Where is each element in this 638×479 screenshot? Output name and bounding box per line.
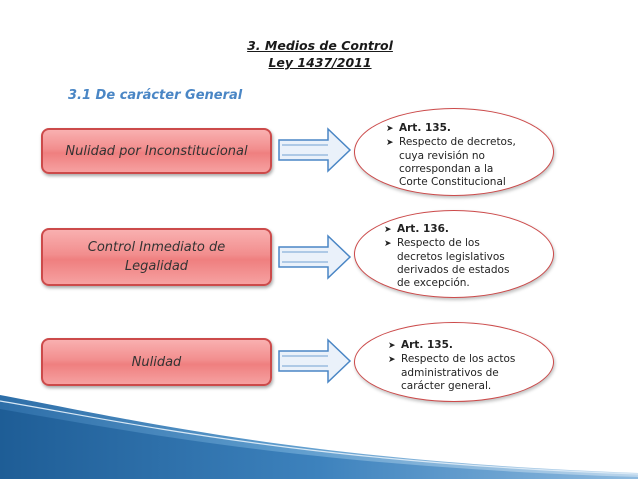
- right-arrow-icon: [278, 338, 352, 384]
- bullet-arrow-icon: ➤: [388, 341, 396, 351]
- right-arrow-icon: [278, 127, 352, 173]
- detail-line: ➤Art. 136.: [384, 223, 449, 235]
- detail-bubble-art-135-actos: [354, 322, 554, 402]
- category-label-line: Nulidad: [131, 354, 182, 370]
- bullet-arrow-icon: ➤: [386, 138, 394, 148]
- detail-line: carácter general.: [401, 380, 492, 392]
- detail-line: ➤Respecto de los: [384, 237, 480, 249]
- title-line-1: 3. Medios de Control: [247, 38, 393, 53]
- bullet-arrow-icon: ➤: [388, 355, 396, 365]
- bullet-arrow-icon: ➤: [384, 225, 392, 235]
- bullet-arrow-icon: ➤: [386, 124, 394, 134]
- category-label-line: Legalidad: [124, 259, 189, 274]
- category-label-line: Control Inmediato de: [87, 240, 226, 255]
- category-box-nulidad-inconstitucional: Nulidad por Inconstitucional: [41, 128, 272, 174]
- detail-line: de excepción.: [397, 277, 470, 289]
- right-arrow-icon: [278, 234, 352, 280]
- detail-line: administrativos de: [401, 367, 499, 379]
- detail-line: correspondan a la: [399, 163, 494, 175]
- detail-line: ➤Respecto de decretos,: [386, 136, 516, 148]
- detail-line: cuya revisión no: [399, 150, 485, 162]
- title-line-2: Ley 1437/2011: [268, 55, 372, 70]
- bullet-arrow-icon: ➤: [384, 239, 392, 249]
- category-box-nulidad: Nulidad: [41, 338, 272, 386]
- detail-bubble-art-135-decretos: [354, 108, 554, 196]
- detail-line: decretos legislativos: [397, 251, 505, 263]
- detail-line: Corte Constitucional: [399, 176, 506, 188]
- detail-text-2: ➤Art. 136. ➤Respecto de los decretos leg…: [384, 223, 509, 290]
- footer-swoosh-decoration: [0, 395, 638, 479]
- section-subtitle: 3.1 De carácter General: [68, 88, 243, 103]
- detail-line: ➤Respecto de los actos: [388, 353, 516, 365]
- detail-line: derivados de estados: [397, 264, 510, 276]
- category-label-line: Nulidad por Inconstitucional: [65, 143, 248, 159]
- detail-text-1: ➤Art. 135. ➤Respecto de decretos, cuya r…: [386, 122, 516, 189]
- category-box-control-inmediato: Control Inmediato de Legalidad: [41, 228, 272, 286]
- detail-text-3: ➤Art. 135. ➤Respecto de los actos admini…: [388, 339, 515, 393]
- detail-line: ➤Art. 135.: [388, 339, 453, 351]
- detail-bubble-art-136: [354, 210, 554, 298]
- detail-line: ➤Art. 135.: [386, 122, 451, 134]
